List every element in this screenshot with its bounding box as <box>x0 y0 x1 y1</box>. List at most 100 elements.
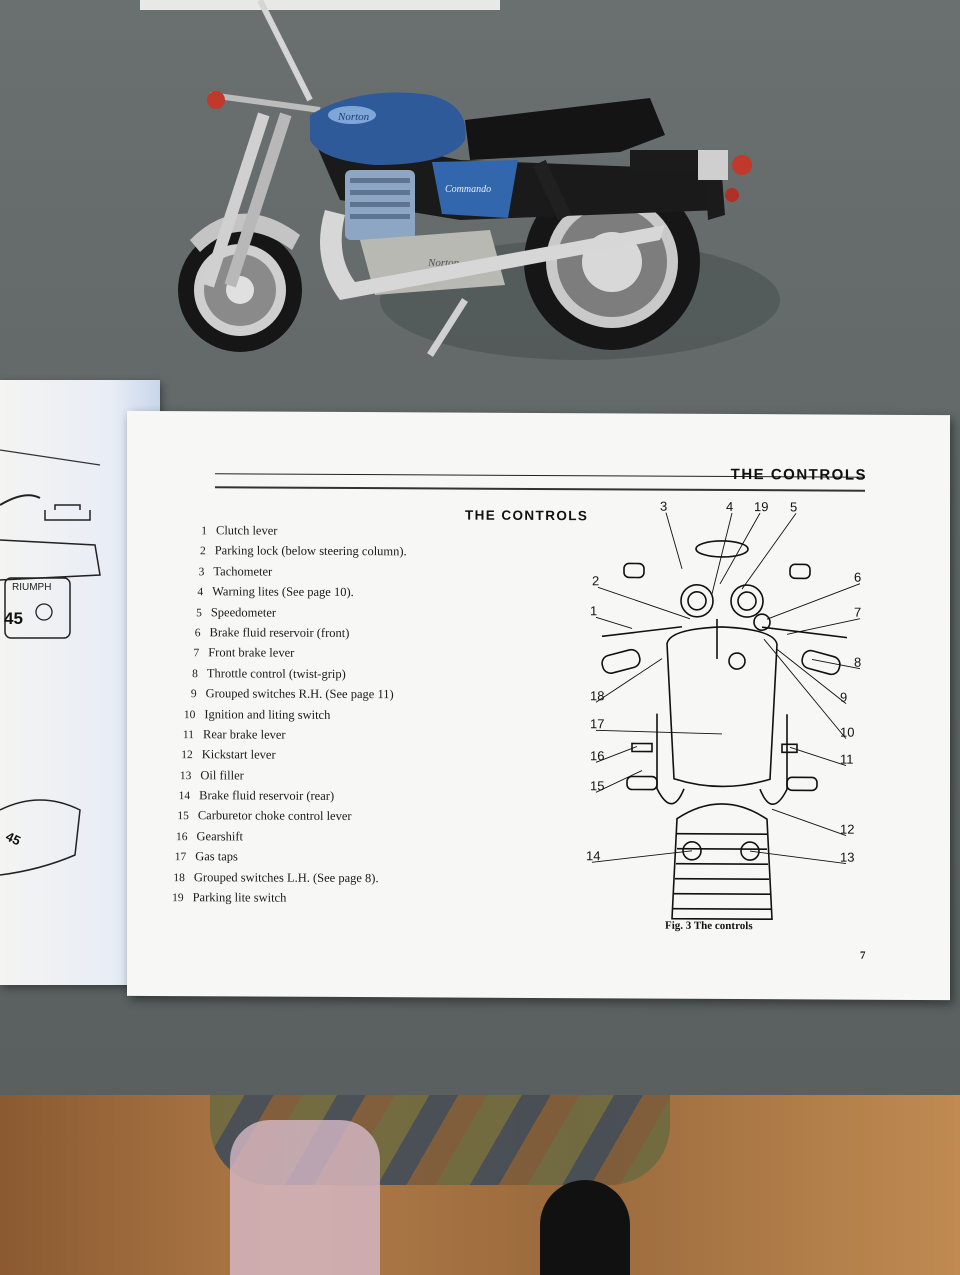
plate-text: RIUMPH <box>12 582 51 593</box>
figure-callout-leader <box>595 658 663 703</box>
plate-number: 45 <box>4 609 23 628</box>
model-motorcycle: Norton Commando Norton <box>178 0 780 360</box>
right-grip <box>801 649 841 676</box>
figure-callout-label: 2 <box>592 573 599 588</box>
person-foot-right <box>540 1180 630 1275</box>
license-plate-sketch <box>4 577 71 639</box>
figure-callout-leader <box>595 729 723 735</box>
headlamp-indicator <box>207 91 225 109</box>
control-number: 4 <box>197 586 204 599</box>
control-label: Brake fluid reservoir (rear) <box>199 788 335 804</box>
control-number: 15 <box>177 810 189 823</box>
taillight <box>732 155 752 175</box>
control-label: Brake fluid reservoir (front) <box>209 625 350 640</box>
control-number: 16 <box>176 830 188 844</box>
control-number: 13 <box>179 769 192 782</box>
tachometer-dial <box>680 584 714 618</box>
control-number: 14 <box>178 790 191 803</box>
control-label: Parking lite switch <box>192 890 287 905</box>
control-number: 17 <box>174 851 187 864</box>
figure-callout-label: 6 <box>854 570 861 585</box>
figure-callout-leader <box>719 512 761 585</box>
paper-edge <box>140 0 500 10</box>
figure-callout-leader <box>741 513 797 590</box>
control-number: 3 <box>198 566 205 579</box>
left-grip <box>601 648 641 674</box>
indicator-left <box>623 562 645 579</box>
filler-cap <box>728 652 746 670</box>
control-number: 10 <box>183 708 196 721</box>
figure-callout-label: 16 <box>590 748 604 763</box>
control-list-item: 15 Carburetor choke control lever <box>159 808 507 830</box>
control-number: 1 <box>201 525 207 538</box>
figure-callout-leader <box>786 618 861 635</box>
figure-callout-label: 10 <box>840 725 854 740</box>
figure-callout-leader <box>591 850 693 863</box>
figure-callout-label: 3 <box>660 499 667 514</box>
figure-caption: Fig. 3 The controls <box>665 919 753 933</box>
figure-callout-label: 19 <box>754 499 768 514</box>
control-label: Grouped switches R.H. (See page 11) <box>205 686 394 702</box>
person-foot-left <box>230 1120 380 1275</box>
control-number: 8 <box>192 667 198 680</box>
tank-logo: Norton <box>337 111 370 123</box>
control-list-item: 17 Gas taps <box>156 849 507 871</box>
figure-callout-leader <box>811 658 861 670</box>
gearshift-pedal <box>631 742 653 753</box>
left-footpeg <box>626 775 658 791</box>
figure-callout-label: 12 <box>840 822 854 837</box>
speedometer-dial <box>730 584 764 618</box>
control-number: 12 <box>181 749 193 762</box>
figure-callout-label: 15 <box>590 778 604 793</box>
figure-callout-leader <box>749 850 847 865</box>
headlamp-outline <box>695 540 749 558</box>
control-label: Gas taps <box>195 849 238 864</box>
figure-callout-label: 13 <box>840 850 854 865</box>
control-label: Carburetor choke control lever <box>197 808 352 824</box>
control-label: Warning lites (See page 10). <box>212 584 354 600</box>
rear-reservoir <box>682 841 702 861</box>
seat <box>465 98 665 160</box>
control-label: Gearshift <box>196 829 244 844</box>
control-label: Front brake lever <box>208 645 295 661</box>
plate-number-lower: 45 <box>4 829 23 849</box>
control-label: Oil filler <box>200 767 244 783</box>
section-title: THE CONTROLS <box>465 507 589 524</box>
control-number: 7 <box>193 647 200 660</box>
control-number: 2 <box>199 545 206 558</box>
control-number: 19 <box>172 892 184 905</box>
figure-callout-leader <box>766 583 861 620</box>
figure-callout-leader <box>595 746 638 763</box>
figure-callout-leader <box>771 808 847 837</box>
control-list-item: 19 Parking lite switch <box>154 890 507 912</box>
control-number: 11 <box>182 729 194 742</box>
figure-callout-leader <box>595 616 633 629</box>
indicator-right <box>789 563 811 580</box>
control-number: 6 <box>194 627 201 640</box>
control-label: Speedometer <box>210 604 277 620</box>
running-head: THE CONTROLS <box>730 466 867 484</box>
figure-callout-label: 8 <box>854 655 861 670</box>
figure-callout-label: 17 <box>590 716 604 731</box>
control-list-item: 7 Front brake lever <box>169 645 507 667</box>
callout-leaders <box>591 512 861 865</box>
figure-callout-label: 18 <box>590 688 604 703</box>
figure-callout-leader <box>763 638 847 739</box>
left-page-sketch: RIUMPH 45 45 <box>0 449 101 876</box>
page-number: 7 <box>860 949 866 962</box>
control-number: 5 <box>196 606 202 619</box>
figure-callout-label: 9 <box>840 690 847 705</box>
figure-callout-leader <box>597 586 691 620</box>
control-label: Ignition and liting switch <box>204 706 331 722</box>
